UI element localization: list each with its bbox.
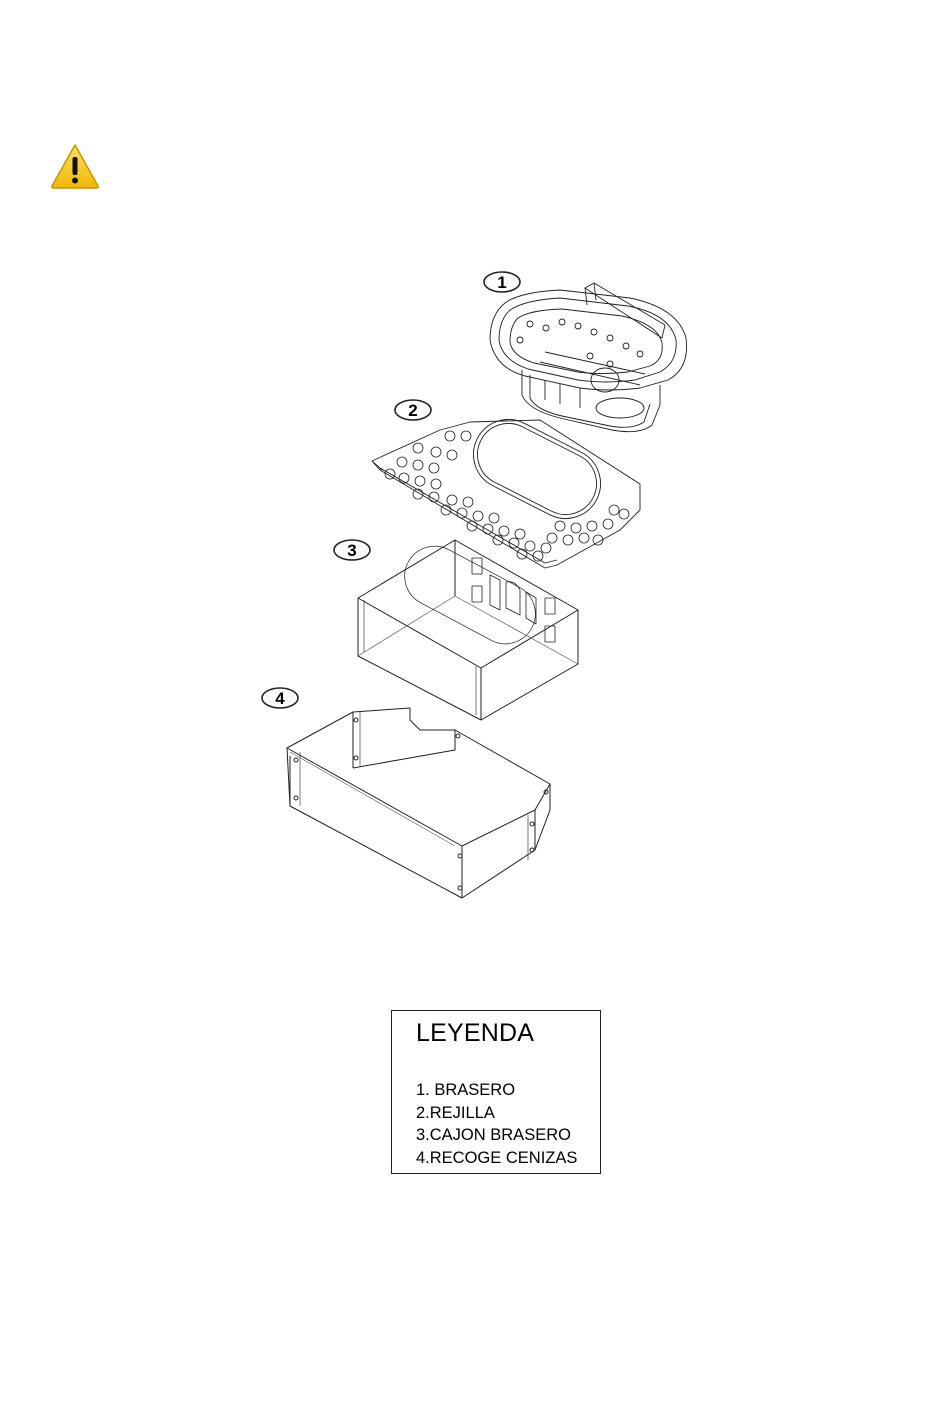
callout-3-number: 3 [347, 541, 356, 560]
exploded-assembly-diagram: 1 2 3 4 [0, 0, 950, 1000]
legend-item: 1. BRASERO [416, 1079, 577, 1102]
part-4-recoge-cenizas [287, 708, 550, 898]
callout-2: 2 [395, 400, 431, 420]
callout-1-number: 1 [497, 273, 506, 292]
callout-2-number: 2 [408, 401, 417, 420]
part-2-rejilla [372, 407, 640, 568]
callout-4-number: 4 [275, 689, 285, 708]
legend-item: 2.REJILLA [416, 1102, 577, 1125]
callout-1: 1 [484, 272, 520, 292]
legend-list: 1. BRASERO 2.REJILLA 3.CAJON BRASERO 4.R… [416, 1079, 577, 1169]
legend-item: 4.RECOGE CENIZAS [416, 1147, 577, 1170]
legend-box: LEYENDA 1. BRASERO 2.REJILLA 3.CAJON BRA… [391, 1010, 601, 1174]
callout-4: 4 [262, 688, 298, 708]
part-1-brasero [490, 283, 687, 432]
legend-item: 3.CAJON BRASERO [416, 1124, 577, 1147]
legend-title: LEYENDA [416, 1019, 534, 1048]
callout-3: 3 [334, 540, 370, 560]
